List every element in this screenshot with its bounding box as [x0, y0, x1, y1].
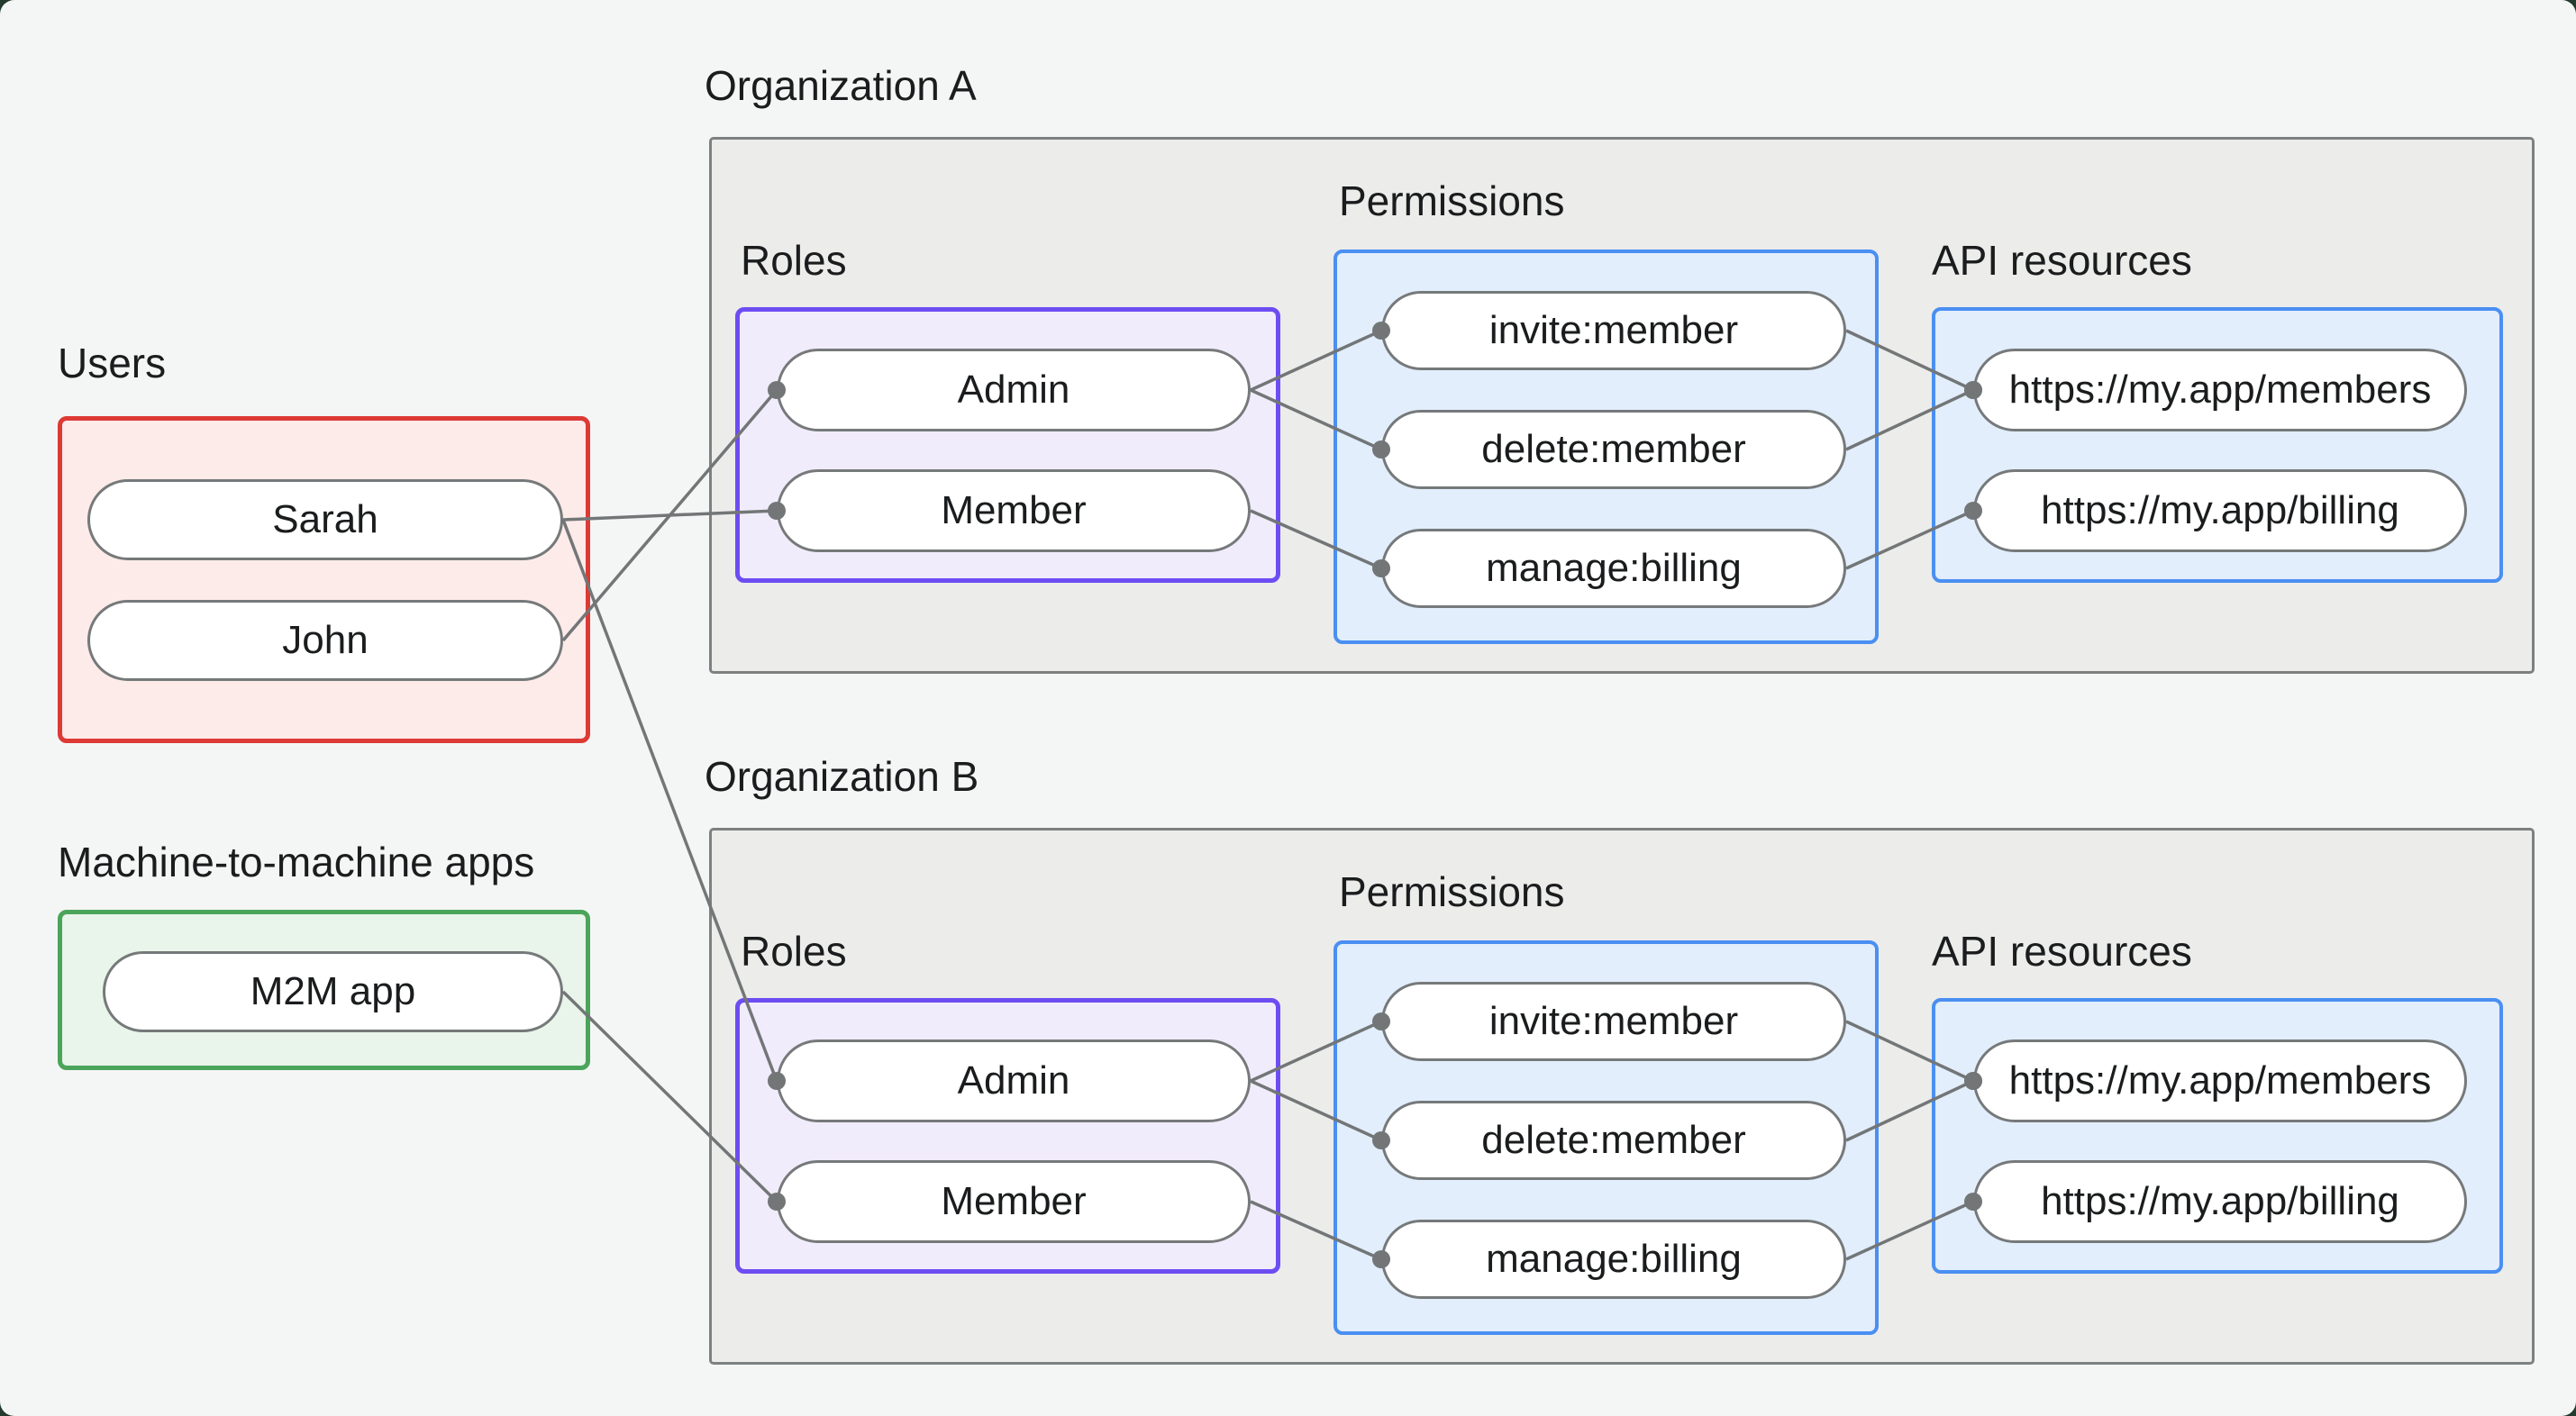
- m2m-app-node: M2M app: [103, 951, 563, 1032]
- org-b-roles-label: Roles: [741, 928, 847, 975]
- org-a-role-admin: Admin: [777, 349, 1251, 431]
- org-b-permission-manage: manage:billing: [1381, 1220, 1846, 1299]
- org-a-api-label: API resources: [1932, 237, 2192, 284]
- users-group-box: [58, 416, 590, 743]
- users-group-label: Users: [58, 340, 167, 386]
- org-b-permission-invite: invite:member: [1381, 982, 1846, 1061]
- org-a-title: Organization A: [705, 62, 977, 109]
- org-a-permission-manage: manage:billing: [1381, 529, 1846, 608]
- org-b-role-admin: Admin: [777, 1039, 1251, 1122]
- org-b-title: Organization B: [705, 753, 979, 800]
- user-node-sarah: Sarah: [87, 479, 563, 560]
- org-b-api-label: API resources: [1932, 928, 2192, 975]
- org-b-api-members: https://my.app/members: [1973, 1039, 2467, 1122]
- org-b-api-billing: https://my.app/billing: [1973, 1160, 2467, 1243]
- org-a-role-member: Member: [777, 469, 1251, 552]
- org-a-roles-label: Roles: [741, 237, 847, 284]
- user-node-john: John: [87, 600, 563, 681]
- org-a-api-members: https://my.app/members: [1973, 349, 2467, 431]
- org-b-permission-delete: delete:member: [1381, 1101, 1846, 1180]
- org-a-permission-delete: delete:member: [1381, 410, 1846, 489]
- org-a-permission-invite: invite:member: [1381, 291, 1846, 370]
- org-b-permissions-label: Permissions: [1339, 868, 1565, 915]
- org-b-role-member: Member: [777, 1160, 1251, 1243]
- org-a-api-billing: https://my.app/billing: [1973, 469, 2467, 552]
- org-a-permissions-label: Permissions: [1339, 177, 1565, 224]
- m2m-group-label: Machine-to-machine apps: [58, 839, 535, 885]
